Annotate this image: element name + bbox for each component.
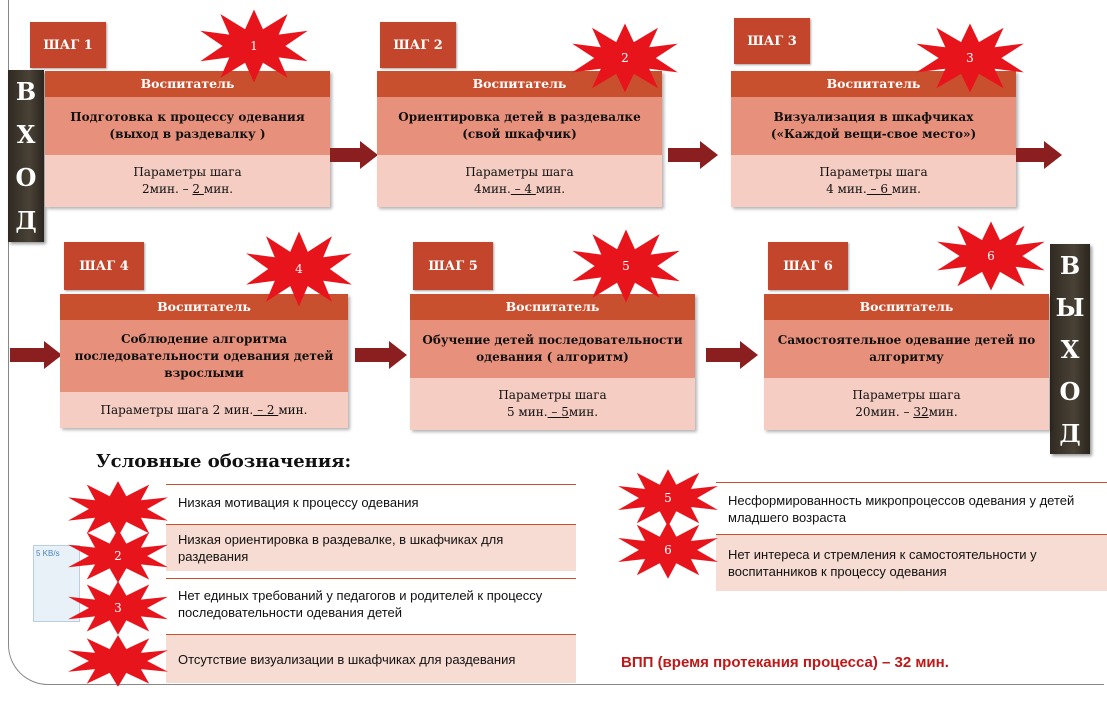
legend-item-2: Низкая ориентировка в раздевалке, в шкаф… (166, 524, 576, 571)
entrance-letter: Х (16, 120, 36, 149)
step-tab-2: ШАГ 2 (380, 22, 456, 68)
problem-burst-6: 6 (935, 220, 1047, 292)
entrance-letter: О (15, 163, 37, 192)
step-box-6: Воспитатель Самостоятельное одевание дет… (764, 294, 1049, 430)
params-time: 4мин. – 4 мин. (473, 182, 566, 196)
exit-letter: В (1059, 250, 1081, 280)
step-name: Ориентировка детей в раздевалке (свой шк… (377, 97, 662, 155)
widget-speed-label: 5 KB/s (36, 549, 60, 558)
params-time: 5 мин. – 5мин. (506, 405, 599, 419)
step-box-5: Воспитатель Обучение детей последователь… (410, 294, 695, 430)
params-time: Параметры шага 2 мин. – 2 мин. (100, 402, 308, 417)
legend-item-5: Несформированность микропроцессов одеван… (716, 482, 1107, 535)
step-box-1: Воспитатель Подготовка к процессу одеван… (45, 71, 330, 207)
legend-item-1: Низкая мотивация к процессу одевания (166, 484, 576, 519)
step-tab-5: ШАГ 5 (413, 242, 493, 290)
exit-letter: Ы (1055, 292, 1085, 322)
entrance-letter: Д (15, 206, 37, 235)
entrance-letter: В (15, 77, 37, 106)
params-time: 20мин. – 32мин. (855, 405, 958, 419)
exit-letter: Х (1060, 334, 1080, 364)
network-speed-widget: 5 KB/s (33, 545, 80, 622)
legend-item-6: Нет интереса и стремления к самостоятель… (716, 534, 1107, 591)
step-role: Воспитатель (377, 71, 662, 97)
step-params: Параметры шага 4мин. – 4 мин. (377, 155, 662, 207)
step-tab-4: ШАГ 4 (64, 242, 144, 290)
step-role: Воспитатель (410, 294, 695, 320)
step-name: Обучение детей последовательности одеван… (410, 320, 695, 378)
step-params: Параметры шага 4 мин. – 6 мин. (731, 155, 1016, 207)
step-params: Параметры шага 2 мин. – 2 мин. (60, 392, 348, 428)
step-tab-1: ШАГ 1 (30, 22, 106, 68)
flow-arrow (330, 141, 378, 169)
step-params: Параметры шага 5 мин. – 5мин. (410, 378, 695, 430)
legend-burst-5: 5 (616, 468, 720, 528)
params-time: 2мин. – 2 мин. (141, 182, 234, 196)
flow-arrow (355, 341, 407, 369)
legend-burst-4: 4 (66, 634, 170, 698)
problem-burst-3: 3 (914, 22, 1026, 94)
problem-burst-2: 2 (570, 22, 680, 94)
legend-item-3: Нет единых требований у педагогов и роди… (166, 578, 576, 629)
exit-sign: В Ы Х О Д (1050, 244, 1090, 454)
params-label: Параметры шага (498, 388, 607, 402)
legend-burst-3: 3 (66, 580, 170, 636)
problem-burst-4: 4 (244, 230, 354, 308)
params-label: Параметры шага (852, 388, 961, 402)
flow-arrow (668, 141, 718, 169)
step-name: Самостоятельное одевание детей по алгори… (764, 320, 1049, 378)
legend-title: Условные обозначения: (96, 451, 352, 472)
step-box-2: Воспитатель Ориентировка детей в раздева… (377, 71, 662, 207)
params-label: Параметры шага (465, 165, 574, 179)
params-label: Параметры шага (819, 165, 928, 179)
params-label: Параметры шага (133, 165, 242, 179)
params-time: 4 мин. – 6 мин. (826, 182, 921, 196)
step-params: Параметры шага 20мин. – 32мин. (764, 378, 1049, 430)
step-name: Визуализация в шкафчиках («Каждой вещи-с… (731, 97, 1016, 155)
step-role: Воспитатель (60, 294, 348, 320)
step-name: Соблюдение алгоритма последовательности … (60, 320, 348, 392)
step-tab-3: ШАГ 3 (734, 18, 810, 64)
legend-item-4: Отсутствие визуализации в шкафчиках для … (166, 634, 576, 683)
step-box-3: Воспитатель Визуализация в шкафчиках («К… (731, 71, 1016, 207)
problem-burst-1: 1 (198, 8, 310, 84)
step-params: Параметры шага 2мин. – 2 мин. (45, 155, 330, 207)
flow-arrow (10, 341, 62, 369)
step-role: Воспитатель (764, 294, 1049, 320)
exit-letter: О (1059, 376, 1081, 406)
problem-burst-5: 5 (570, 228, 682, 304)
step-name: Подготовка к процессу одевания (выход в … (45, 97, 330, 155)
step-box-4: Воспитатель Соблюдение алгоритма последо… (60, 294, 348, 428)
flow-arrow (1016, 141, 1062, 169)
exit-letter: Д (1059, 418, 1081, 448)
legend-burst-2: 2 (66, 528, 170, 584)
legend-burst-6: 6 (616, 520, 720, 580)
step-tab-6: ШАГ 6 (768, 242, 848, 290)
process-time-total: ВПП (время протекания процесса) – 32 мин… (621, 654, 949, 671)
flow-arrow (706, 341, 758, 369)
entrance-sign: В Х О Д (8, 70, 44, 242)
slide-frame (8, 0, 1104, 685)
step-role: Воспитатель (45, 71, 330, 97)
